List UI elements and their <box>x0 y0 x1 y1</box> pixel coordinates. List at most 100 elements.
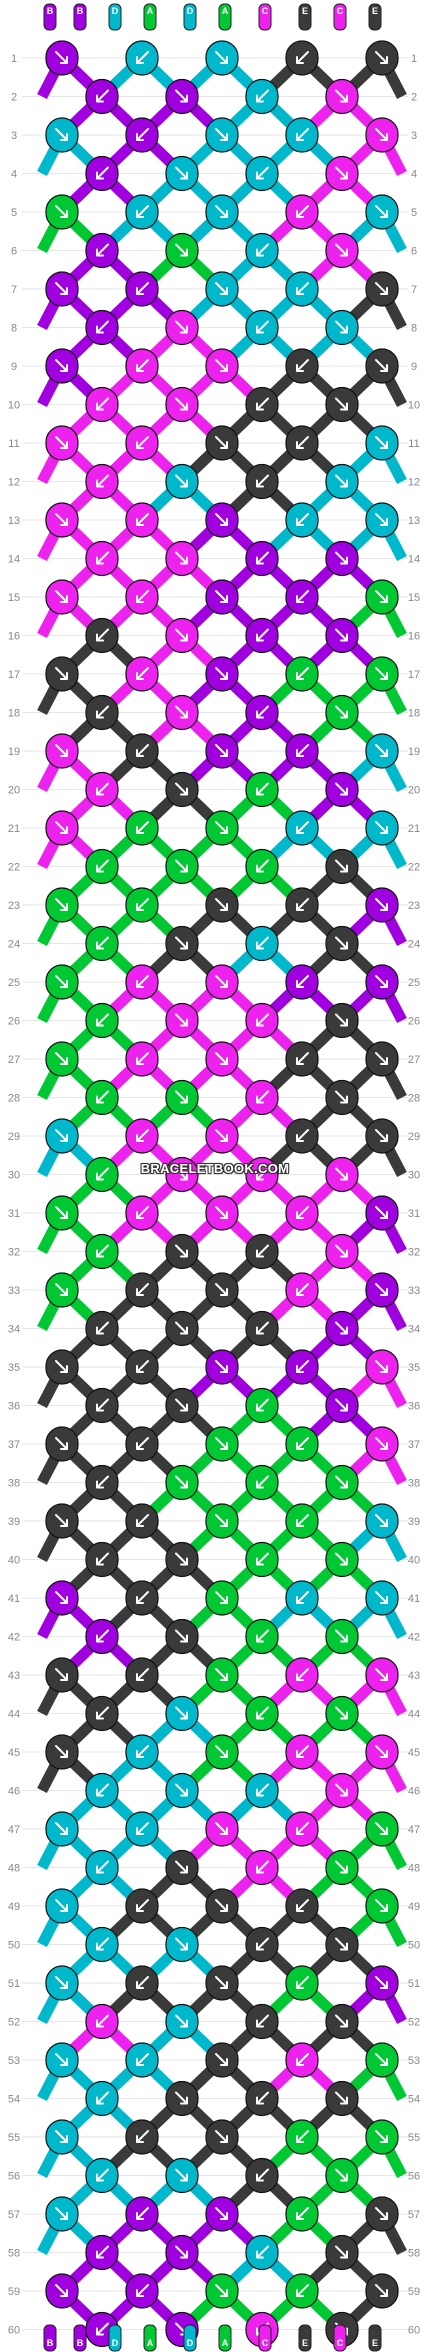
row-number-left: 3 <box>11 130 17 142</box>
knot-arrow-icon <box>296 1591 309 1604</box>
row-number-right: 4 <box>411 169 417 181</box>
knot-arrow-icon <box>96 1937 109 1951</box>
knot-arrow-icon <box>175 1013 188 1027</box>
knot-arrow-icon <box>335 2245 348 2259</box>
row-number-right: 35 <box>408 1362 420 1374</box>
row-number-left: 36 <box>8 1401 20 1413</box>
knot-arrow-icon <box>96 628 109 642</box>
knot-arrow-icon <box>136 2207 149 2220</box>
knot-arrow-icon <box>335 1167 348 1181</box>
string-label-bottom: E <box>302 2338 308 2348</box>
knot-arrow-icon <box>96 1398 109 1412</box>
row-number-right: 24 <box>408 939 420 951</box>
knot-arrow-icon <box>175 705 188 719</box>
watermark-text: BRACELETBOOK.COM <box>140 1161 290 1176</box>
knot-arrow-icon <box>375 1514 388 1527</box>
knot-arrow-icon <box>175 89 188 103</box>
knot-arrow-icon <box>335 2014 348 2028</box>
row-number-left: 32 <box>8 1247 20 1259</box>
knot-arrow-icon <box>296 975 309 988</box>
knot-arrow-icon <box>215 359 228 372</box>
knot-arrow-icon <box>375 1360 388 1373</box>
knot-arrow-icon <box>375 1745 388 1758</box>
row-number-left: 21 <box>8 823 20 835</box>
row-number-left: 40 <box>8 1555 20 1567</box>
knot-arrow-icon <box>55 744 68 757</box>
knot-arrow-icon <box>55 1206 68 1219</box>
knot-arrow-icon <box>136 975 149 988</box>
row-number-left: 54 <box>8 2094 20 2106</box>
knot-arrow-icon <box>256 936 269 950</box>
row-number-right: 20 <box>408 785 420 797</box>
knot-arrow-icon <box>335 474 348 488</box>
knot-arrow-icon <box>55 821 68 834</box>
row-number-right: 17 <box>408 669 420 681</box>
knot-arrow-icon <box>175 2014 188 2028</box>
knot-arrow-icon <box>136 1899 149 1912</box>
row-number-right: 12 <box>408 477 420 489</box>
row-number-left: 9 <box>11 361 17 373</box>
knot-arrow-icon <box>375 667 388 680</box>
row-number-left: 44 <box>8 1709 20 1721</box>
row-number-left: 39 <box>8 1516 20 1528</box>
knot-arrow-icon <box>296 898 309 911</box>
knot-arrow-icon <box>375 359 388 372</box>
knot-arrow-icon <box>375 51 388 64</box>
knot-arrow-icon <box>296 51 309 64</box>
knot-arrow-icon <box>296 128 309 141</box>
knot-arrow-icon <box>296 1206 309 1219</box>
knot-arrow-icon <box>375 1822 388 1835</box>
knot-arrow-icon <box>375 1899 388 1912</box>
knot-arrow-icon <box>256 1937 269 1951</box>
knot-arrow-icon <box>215 513 228 526</box>
knot-arrow-icon <box>55 1437 68 1450</box>
row-number-left: 57 <box>8 2209 20 2221</box>
knot-arrow-icon <box>175 1167 188 1181</box>
knot-arrow-icon <box>136 2284 149 2297</box>
knot-arrow-icon <box>136 744 149 757</box>
knot-arrow-icon <box>256 166 269 180</box>
row-number-right: 1 <box>411 53 417 65</box>
knot-arrow-icon <box>136 513 149 526</box>
knot-arrow-icon <box>256 1244 269 1258</box>
knot-arrow-icon <box>335 859 348 873</box>
knot-arrow-icon <box>215 744 228 757</box>
row-number-right: 6 <box>411 246 417 258</box>
knot-arrow-icon <box>136 821 149 834</box>
knot-arrow-icon <box>375 2284 388 2297</box>
knot-arrow-icon <box>96 1013 109 1027</box>
knot-arrow-icon <box>175 474 188 488</box>
string-label-bottom: A <box>147 2338 154 2348</box>
row-number-right: 57 <box>408 2209 420 2221</box>
knot-arrow-icon <box>55 282 68 295</box>
string-label-top: A <box>222 6 229 16</box>
knot-arrow-icon <box>256 2245 269 2259</box>
knot-arrow-icon <box>335 1321 348 1335</box>
knot-arrow-icon <box>55 128 68 141</box>
knot-arrow-icon <box>215 436 228 449</box>
knot-arrow-icon <box>215 1437 228 1450</box>
row-number-left: 29 <box>8 1131 20 1143</box>
row-number-right: 40 <box>408 1555 420 1567</box>
knot-arrow-icon <box>335 2168 348 2182</box>
row-number-left: 2 <box>11 92 17 104</box>
string-label-bottom: D <box>112 2338 119 2348</box>
row-number-right: 18 <box>408 708 420 720</box>
knot-arrow-icon <box>175 1783 188 1797</box>
row-number-right: 54 <box>408 2094 420 2106</box>
row-number-right: 15 <box>408 592 420 604</box>
knot-arrow-icon <box>55 2207 68 2220</box>
string-label-bottom: C <box>337 2338 344 2348</box>
knot-arrow-icon <box>335 397 348 411</box>
row-number-left: 19 <box>8 746 20 758</box>
knot-arrow-icon <box>215 51 228 64</box>
knot-arrow-icon <box>215 1668 228 1681</box>
row-number-right: 19 <box>408 746 420 758</box>
row-number-right: 50 <box>408 1940 420 1952</box>
knot-arrow-icon <box>296 359 309 372</box>
knot-arrow-icon <box>296 513 309 526</box>
knot-arrow-icon <box>136 51 149 64</box>
knot-arrow-icon <box>296 1745 309 1758</box>
row-number-right: 13 <box>408 515 420 527</box>
